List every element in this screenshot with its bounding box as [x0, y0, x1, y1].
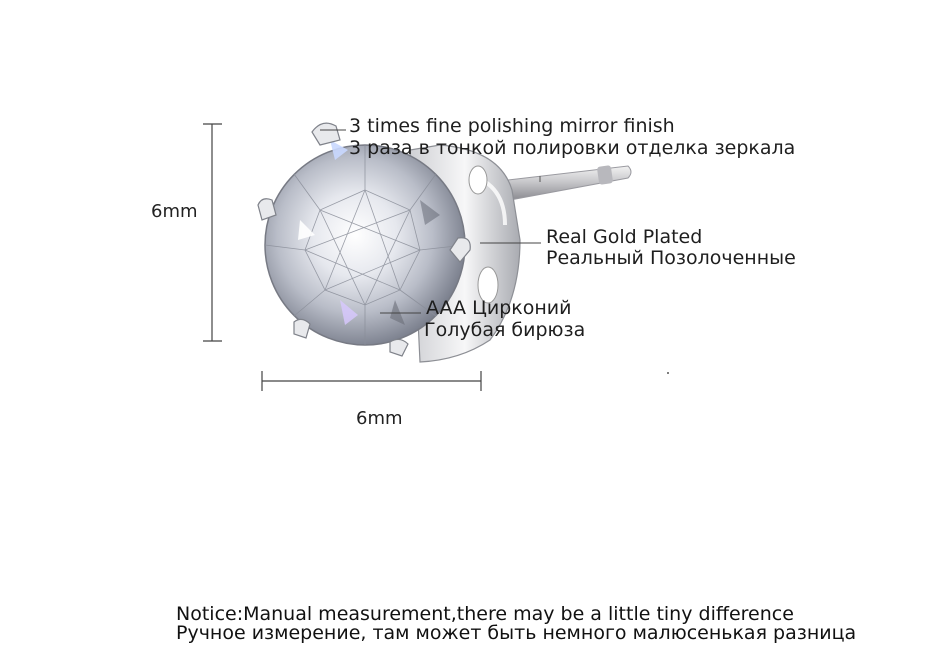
height-dimension-line	[203, 123, 222, 342]
callout-stone-line2: Голубая бирюза	[424, 319, 586, 341]
zircon-gem	[264, 140, 466, 346]
width-dimension-line	[261, 371, 482, 391]
callout-stone-line1: AAA Цирконий	[426, 297, 572, 319]
notice-line1: Notice:Manual measurement,there may be a…	[176, 603, 794, 625]
callout-plating-line2: Реальный Позолоченные	[546, 247, 796, 269]
height-dimension-label: 6mm	[151, 201, 198, 222]
notice-line2: Ручное измерение, там может быть немного…	[176, 622, 857, 644]
width-dimension-label: 6mm	[356, 408, 403, 429]
callout-polish-line2: 3 раза в тонкой полировки отделка зеркал…	[349, 137, 796, 159]
callout-plating-line1: Real Gold Plated	[546, 226, 703, 248]
callout-polish-line1: 3 times fine polishing mirror finish	[349, 115, 675, 137]
callout-leader-lines	[320, 129, 541, 314]
earring-post	[507, 165, 632, 201]
earring-prongs	[257, 122, 471, 357]
